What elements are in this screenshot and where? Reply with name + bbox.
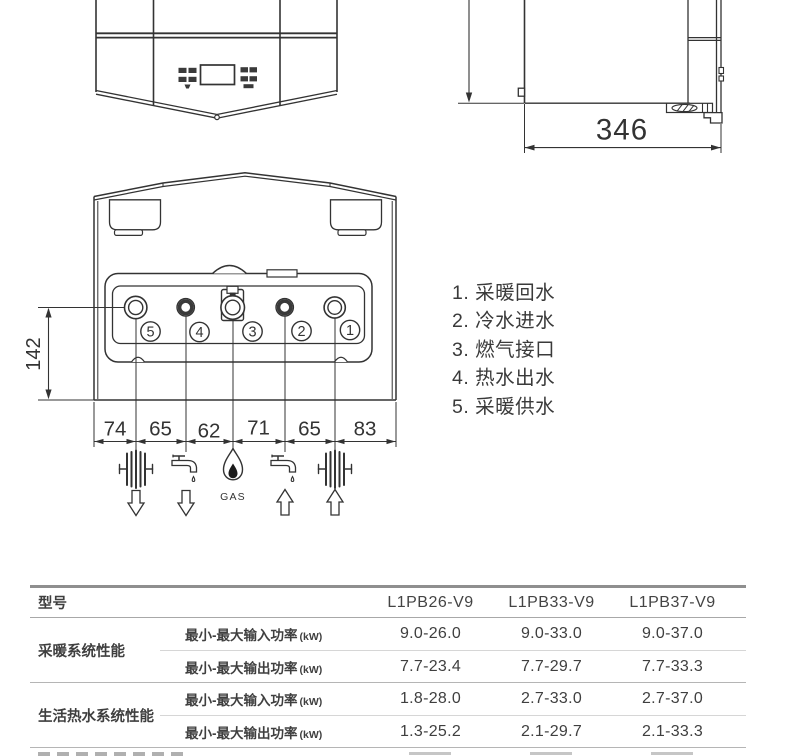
- value-cell: 2.1-33.3: [641, 722, 704, 740]
- port-legend: 1. 采暖回水 2. 冷水进水 3. 燃气接口 4. 热水出水 5. 采暖供水: [452, 279, 555, 421]
- value-cell: 9.0-33.0: [520, 625, 583, 642]
- gas-label: GAS: [220, 491, 246, 503]
- legend-item: 2. 冷水进水: [452, 310, 556, 333]
- value-cell: 7.7-29.7: [520, 657, 583, 675]
- value-cell: 7.7-33.3: [641, 657, 704, 675]
- side-knob: [517, 87, 526, 97]
- down-arrow-icon: [176, 489, 196, 517]
- gas-flame-icon: [222, 447, 244, 481]
- value-cell: 9.0-26.0: [399, 625, 462, 642]
- svg-text:62: 62: [198, 420, 221, 443]
- model-name: L1PB37-V9: [629, 593, 716, 611]
- spacing-dimensions: 74 65 62 71 65 83: [93, 402, 397, 447]
- svg-text:74: 74: [104, 418, 127, 441]
- truncated-row: [30, 748, 746, 756]
- svg-text:71: 71: [247, 417, 270, 440]
- control-buttons-right: [240, 67, 257, 89]
- value-cell: 2.7-33.0: [520, 690, 583, 707]
- svg-text:2: 2: [297, 324, 305, 340]
- dhw-performance-group: 生活热水系统性能 最小-最大输入功率(kW) 1.8-28.0 2.7-33.0…: [30, 683, 746, 748]
- legend-item: 3. 燃气接口: [452, 338, 556, 361]
- table-row: 最小-最大输入功率(kW) 1.8-28.0 2.7-33.0 2.7-37.0: [160, 683, 746, 715]
- param-label: 最小-最大输出功率(kW): [185, 725, 323, 741]
- table-header-row: 型号 L1PB26-V9 L1PB33-V9 L1PB37-V9: [30, 585, 746, 618]
- model-name: L1PB33-V9: [508, 593, 595, 611]
- svg-text:5: 5: [146, 325, 154, 341]
- model-header-label: 型号: [38, 596, 67, 612]
- down-arrow-icon: [126, 489, 146, 517]
- svg-text:83: 83: [354, 418, 377, 441]
- svg-text:3: 3: [248, 325, 256, 341]
- svg-text:65: 65: [149, 418, 172, 441]
- legend-item: 4. 热水出水: [452, 367, 556, 390]
- svg-text:4: 4: [195, 325, 203, 341]
- value-cell: 1.3-25.2: [399, 722, 462, 740]
- svg-text:142: 142: [23, 337, 45, 370]
- radiator-icon: [317, 449, 353, 489]
- value-cell: 7.7-23.4: [399, 657, 462, 675]
- heating-performance-group: 采暖系统性能 最小-最大输入功率(kW) 9.0-26.0 9.0-33.0 9…: [30, 618, 746, 683]
- faucet-icon: [270, 454, 297, 483]
- value-cell: 1.8-28.0: [399, 690, 462, 707]
- table-row: 最小-最大输出功率(kW) 1.3-25.2 2.1-29.7 2.1-33.3: [160, 715, 746, 747]
- bottom-bracket: [665, 102, 714, 114]
- bottom-view-drawing: 5 4 3 2 1 142 7: [23, 172, 397, 517]
- value-cell: 9.0-37.0: [641, 625, 704, 642]
- mount-foot: [703, 111, 723, 124]
- legend-item: 1. 采暖回水: [452, 282, 556, 304]
- drain-dot: [214, 114, 220, 121]
- up-arrow-icon: [325, 488, 345, 516]
- height-dimension: 142: [23, 307, 94, 401]
- table-row: 最小-最大输出功率(kW) 7.7-23.4 7.7-29.7 7.7-33.3: [160, 650, 746, 682]
- param-label: 最小-最大输入功率(kW): [185, 628, 323, 643]
- side-view-drawing: 346: [458, 0, 725, 153]
- svg-text:65: 65: [298, 418, 321, 441]
- height-dim-arrow: [465, 92, 473, 103]
- group-label: 生活热水系统性能: [38, 708, 154, 725]
- value-cell: 2.7-37.0: [641, 690, 704, 707]
- right-ear: [329, 199, 383, 231]
- left-ear: [108, 199, 162, 231]
- svg-text:1: 1: [346, 323, 354, 339]
- front-view-drawing: [95, 0, 338, 121]
- param-label: 最小-最大输出功率(kW): [185, 660, 323, 676]
- port-number-badges: 5 4 3 2 1: [140, 319, 361, 343]
- radiator-icon: [118, 449, 154, 489]
- model-name: L1PB26-V9: [387, 593, 474, 611]
- spec-table: 型号 L1PB26-V9 L1PB33-V9 L1PB37-V9 采暖系统性能 …: [30, 585, 746, 756]
- faucet-icon: [171, 454, 198, 483]
- param-label: 最小-最大输入功率(kW): [185, 693, 323, 708]
- display-screen: [199, 64, 236, 86]
- legend-item: 5. 采暖供水: [452, 395, 556, 418]
- value-cell: 2.1-29.7: [520, 722, 583, 740]
- depth-dimension-label: 346: [596, 114, 648, 147]
- up-arrow-icon: [275, 488, 295, 516]
- control-buttons-left: [178, 67, 197, 89]
- table-row: 最小-最大输入功率(kW) 9.0-26.0 9.0-33.0 9.0-37.0: [160, 618, 746, 650]
- group-label: 采暖系统性能: [38, 643, 125, 660]
